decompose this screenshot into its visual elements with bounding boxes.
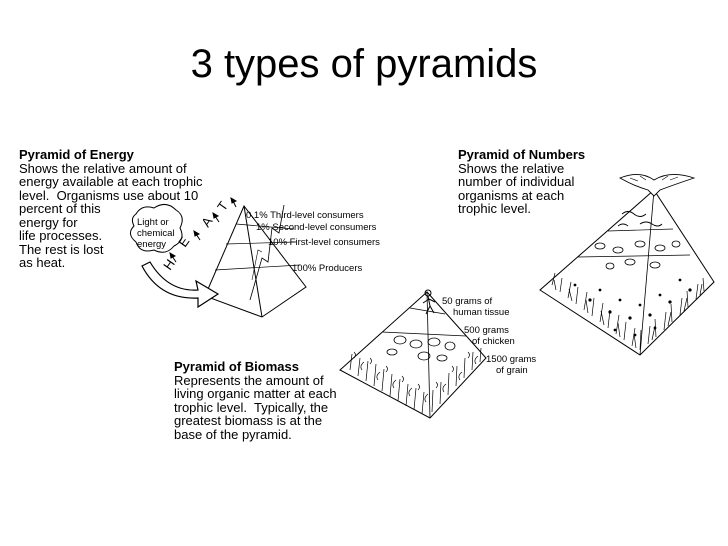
biomass-level-label: of grain: [496, 365, 528, 376]
light-energy-sun-icon: Light or chemical energy: [130, 204, 182, 252]
heat-letter: H: [160, 256, 178, 272]
energy-level-label: 10% First-level consumers: [268, 237, 380, 248]
heat-letter: T: [214, 199, 231, 214]
biomass-level-label: 50 grams of: [442, 296, 493, 307]
energy-level-label: 0.1% Third-level consumers: [246, 210, 364, 221]
heat-letter: A: [198, 214, 215, 230]
sun-label-line: energy: [137, 239, 166, 250]
biomass-level-label: of chicken: [472, 336, 515, 347]
biomass-level-label: 1500 grams: [486, 354, 536, 365]
heat-letter: E: [175, 234, 192, 250]
numbers-pyramid: [540, 190, 714, 355]
biomass-level-label: human tissue: [453, 307, 510, 318]
energy-level-label: 100% Producers: [292, 263, 362, 274]
hawk-icon: [620, 174, 694, 196]
energy-level-label: 1% Second-level consumers: [256, 222, 377, 233]
biomass-level-label: 500 grams: [464, 325, 509, 336]
sun-label-line: Light or: [137, 217, 169, 228]
sun-label-line: chemical: [137, 228, 175, 239]
energy-input-arrow-icon: [142, 262, 218, 307]
